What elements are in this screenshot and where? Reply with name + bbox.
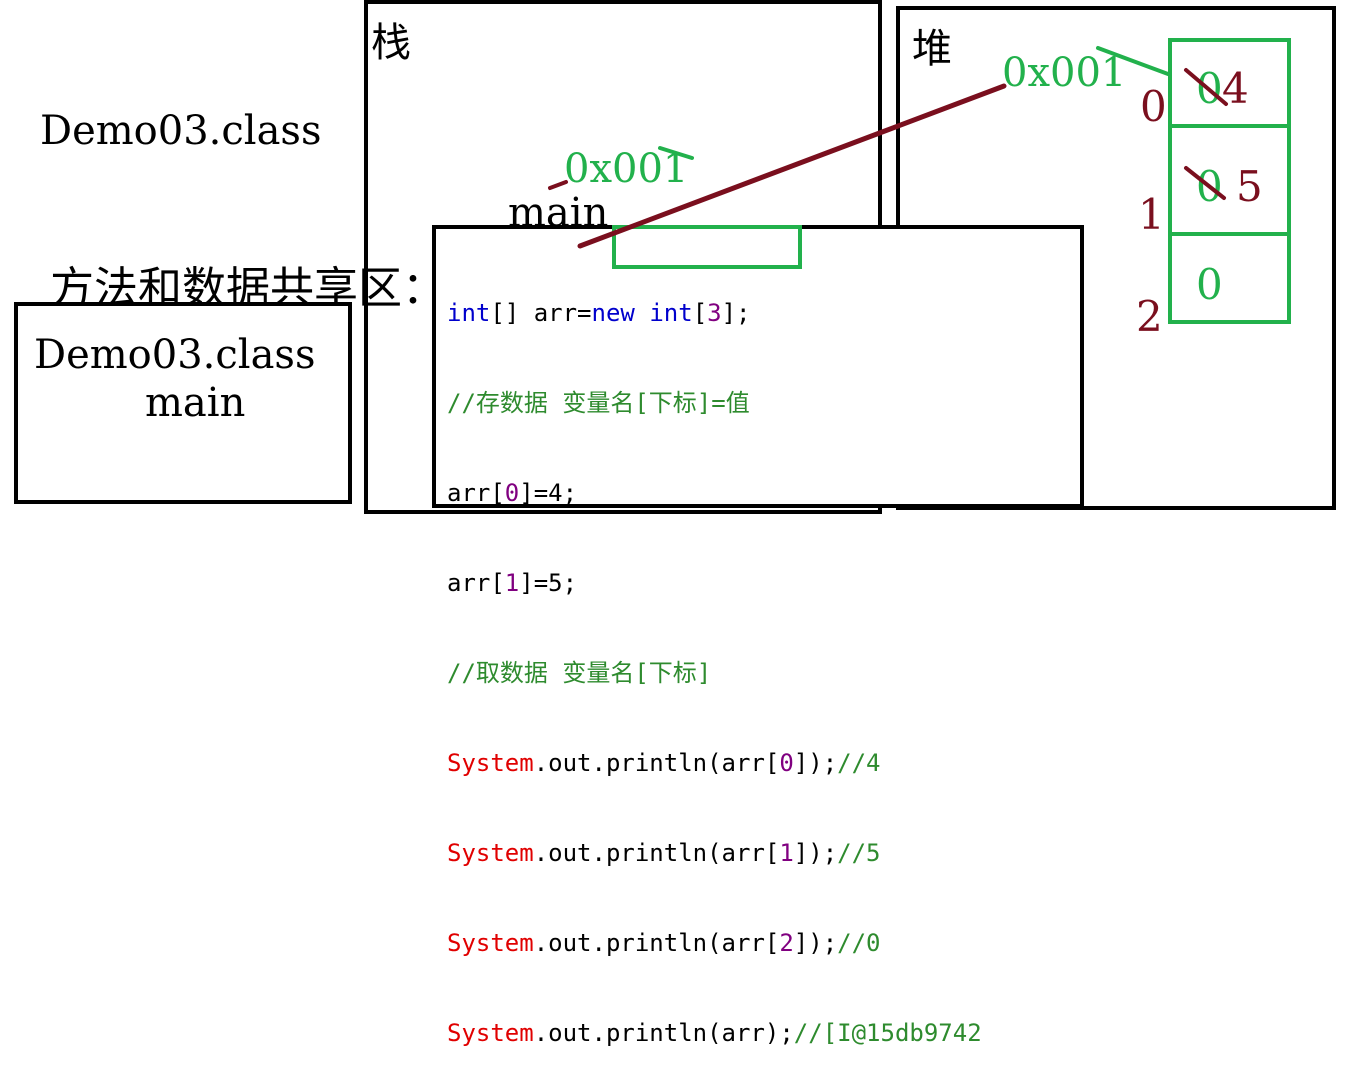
stack-address-tick: [658, 146, 694, 160]
code-token: 0: [504, 479, 520, 507]
code-token: .out.println(arr[: [533, 749, 780, 777]
code-line-7: System.out.println(arr[1]);//5: [447, 838, 982, 868]
code-line-9: System.out.println(arr);//[I@15db9742: [447, 1018, 982, 1048]
code-token: arr[: [447, 479, 505, 507]
reference-arrow-line: [577, 83, 1007, 249]
annotation-strokes: [548, 46, 1228, 249]
code-token: //[I@15db9742: [793, 1019, 982, 1047]
code-token: System: [447, 1019, 534, 1047]
heap-index-0: 0: [1140, 82, 1167, 131]
code-token: 2: [779, 929, 794, 957]
code-token: .out.println(arr);: [533, 1019, 794, 1047]
code-token: [] arr=: [490, 299, 592, 327]
heap-index-2: 2: [1136, 292, 1163, 341]
code-token: ]);: [793, 839, 838, 867]
heap-cell-1-new-value: 5: [1236, 162, 1263, 211]
code-token: System: [447, 749, 534, 777]
code-token: int: [649, 299, 693, 327]
code-token: 1: [779, 839, 794, 867]
code-line-1: int[] arr=new int[3];: [447, 298, 982, 328]
main-label-in-box: main: [145, 380, 246, 426]
class-label-in-box: Demo03.class: [34, 332, 316, 378]
code-line-5: //取数据 变量名[下标]: [447, 659, 712, 687]
code-token: System: [447, 839, 534, 867]
code-token: 3: [707, 299, 722, 327]
code-token: System: [447, 929, 534, 957]
code-line-3: arr[0]=4;: [447, 478, 982, 508]
strike-cell-0: [1184, 68, 1228, 106]
code-token: 0: [779, 749, 794, 777]
code-token: //0: [837, 929, 881, 957]
code-token: [: [692, 299, 708, 327]
heap-title: 堆: [912, 26, 952, 72]
heap-cell-2: [1168, 232, 1291, 324]
code-token: ]=5;: [519, 569, 578, 597]
code-token: .out.println(arr[: [533, 929, 780, 957]
new-expression-highlight: [612, 225, 802, 269]
code-token: new: [591, 299, 635, 327]
heap-index-1: 1: [1138, 190, 1165, 239]
code-token: arr[: [447, 569, 505, 597]
code-token: .out.println(arr[: [533, 839, 780, 867]
stack-title: 栈: [371, 20, 411, 66]
stack-address: 0x001: [564, 146, 689, 192]
code-token: ];: [721, 299, 751, 327]
code-line-6: System.out.println(arr[0]);//4: [447, 748, 982, 778]
heap-cell-2-value: 0: [1196, 260, 1223, 309]
code-line-8: System.out.println(arr[2]);//0: [447, 928, 982, 958]
code-line-4: arr[1]=5;: [447, 568, 982, 598]
method-area-box: [14, 302, 352, 504]
heap-address: 0x001: [1002, 50, 1127, 96]
class-label-outside: Demo03.class: [40, 108, 322, 154]
stack-address-dash: [548, 180, 568, 190]
strike-cell-1: [1184, 166, 1226, 200]
code-token: ]);: [793, 749, 838, 777]
code-token: //4: [837, 749, 881, 777]
code-token: ]=4;: [519, 479, 578, 507]
code-token: //5: [837, 839, 881, 867]
code-token: 1: [504, 569, 520, 597]
heap-address-link: [1096, 46, 1170, 76]
code-token: ]);: [793, 929, 838, 957]
code-token: int: [447, 299, 491, 327]
code-line-2: //存数据 变量名[下标]=值: [447, 389, 750, 417]
